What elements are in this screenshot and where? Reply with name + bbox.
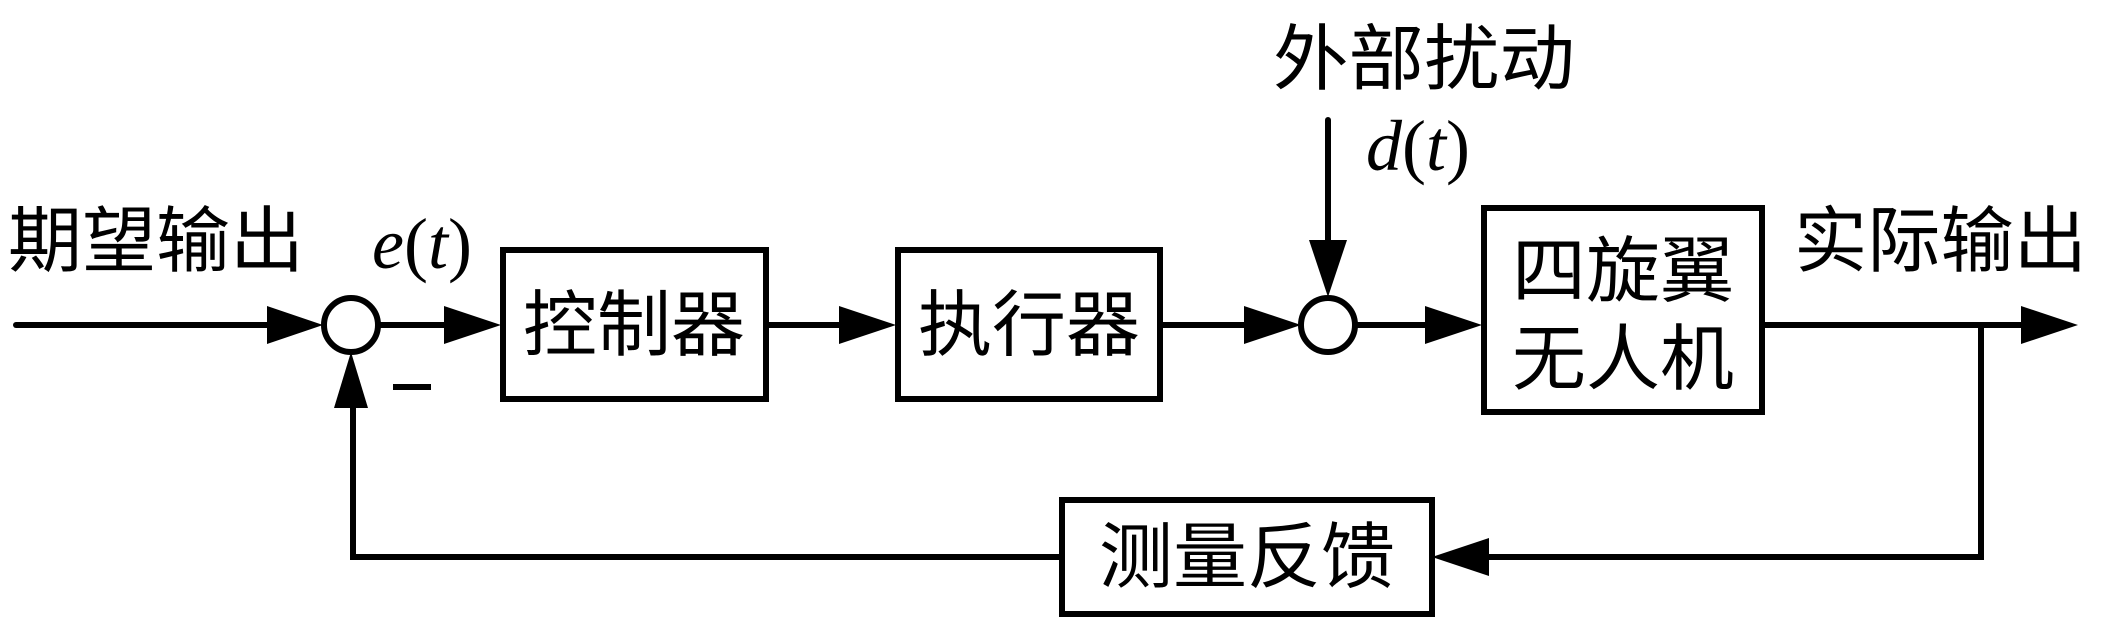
feedback-return-line [350,392,1065,560]
error-symbol: e [372,204,404,284]
plant-input-arrowhead [1425,306,1482,344]
controller-label: 控制器 [523,283,745,367]
disturbance-label: 外部扰动 [1273,17,1575,101]
output-label: 实际输出 [1794,199,2087,283]
sum-junction-2 [1298,295,1358,355]
error-open-paren: ( [404,204,428,284]
control-arrowhead [839,306,896,344]
plant-label-line1: 四旋翼 [1512,229,1734,313]
error-close-paren: ) [448,204,472,284]
feedback-takeoff-line [1477,322,1984,560]
disturbance-close-paren: ) [1446,106,1470,186]
sum-junction-1 [321,295,381,355]
feedback-block [1059,497,1435,617]
actuator-block [895,247,1163,402]
disturbance-signal-label: d(t) [1366,106,1470,186]
error-arg: t [428,204,450,284]
disturbance-arg: t [1426,106,1448,186]
input-arrowhead [267,306,323,344]
feedback-return-arrowhead [334,352,368,408]
plant-label-line2: 无人机 [1512,317,1734,401]
feedback-label: 测量反馈 [1099,515,1395,599]
actuator-arrowhead [1244,306,1301,344]
error-signal-label: e(t) [372,204,472,284]
output-arrowhead [2021,306,2078,344]
disturbance-arrowhead [1309,240,1347,297]
feedback-arrowhead [1432,538,1489,576]
disturbance-open-paren: ( [1402,106,1426,186]
actuator-label: 执行器 [918,283,1140,367]
disturbance-symbol: d [1366,106,1403,186]
input-label: 期望输出 [8,199,304,283]
plant-block [1481,205,1765,415]
error-arrowhead [444,306,501,344]
